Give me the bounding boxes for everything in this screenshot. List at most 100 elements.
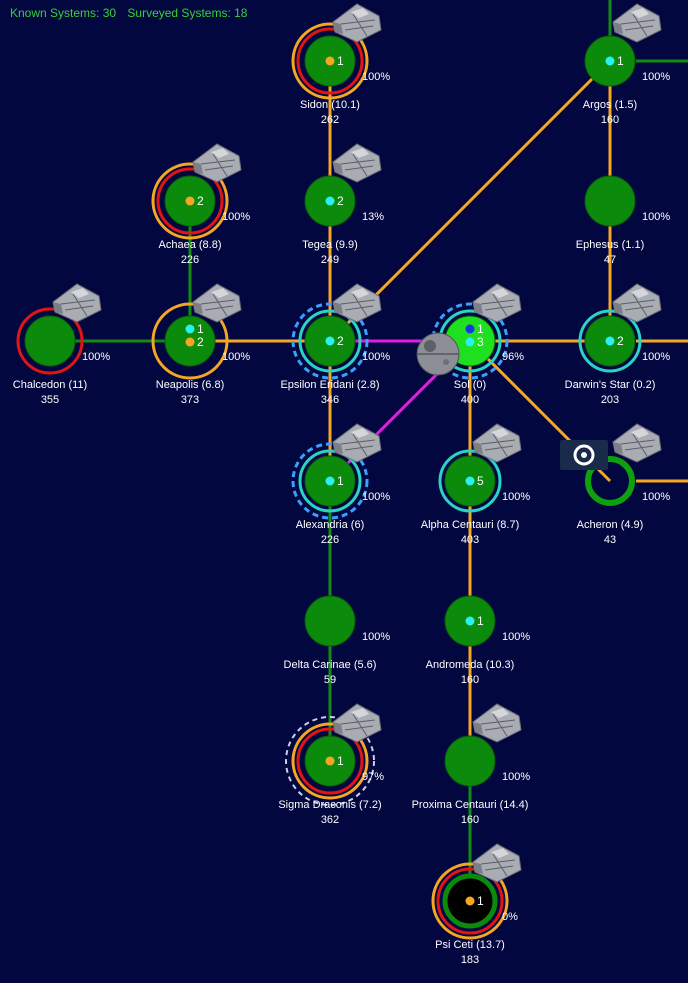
- ring-teal: [578, 309, 642, 373]
- ship-engine: [613, 442, 623, 454]
- system-psiceti[interactable]: 10%Psi Ceti (13.7)183: [431, 862, 518, 966]
- fleet-count-2: 2: [197, 335, 204, 349]
- system-name: Achaea: [159, 239, 197, 251]
- ship-hull: [332, 143, 382, 183]
- system-value: 160: [601, 114, 619, 126]
- starship-icon: [612, 423, 662, 463]
- ship-bridge: [631, 288, 649, 298]
- survey-percent: 100%: [642, 211, 670, 223]
- ship-detail: [340, 433, 376, 457]
- ship-detail: [480, 713, 516, 737]
- fleet-count: 1: [477, 322, 484, 336]
- survey-percent: 96%: [502, 351, 524, 363]
- starship-icon: [472, 703, 522, 743]
- planet-body: [584, 175, 636, 227]
- ship-hull: [52, 283, 102, 323]
- system-value: 160: [461, 674, 479, 686]
- system-name: Ephesus: [576, 239, 619, 251]
- fleet-dot-orange-icon: [325, 56, 335, 66]
- ring-orange: [151, 302, 229, 380]
- ship-engine: [333, 162, 343, 174]
- system-value: 43: [604, 534, 616, 546]
- offscreen-links: [608, 0, 688, 483]
- ship-detail: [340, 13, 376, 37]
- system-name: Neapolis: [156, 379, 199, 391]
- ring-red: [436, 867, 504, 935]
- ship-hull: [192, 283, 242, 323]
- ship-engine: [333, 22, 343, 34]
- ship-bridge: [631, 8, 649, 18]
- ship-hull: [332, 283, 382, 323]
- system-ephesus[interactable]: 100%Ephesus (1.1)47: [576, 175, 671, 266]
- system-value: 160: [461, 814, 479, 826]
- system-value: 403: [461, 534, 479, 546]
- ring-whitedash: [285, 716, 375, 806]
- system-distance: (6.8): [202, 379, 225, 391]
- survey-percent: 97%: [362, 771, 384, 783]
- systems-summary: Known Systems: 30 Surveyed Systems: 18: [10, 6, 255, 20]
- station-detail: [443, 359, 449, 365]
- system-name: Darwin's Star: [565, 379, 630, 391]
- system-name: Andromeda: [426, 659, 484, 671]
- system-sigma[interactable]: 197%Sigma Draconis (7.2)362: [278, 716, 384, 826]
- fleet-dot-orange-icon: [465, 896, 475, 906]
- ship-engine: [473, 442, 483, 454]
- survey-percent: 100%: [362, 351, 390, 363]
- system-deltacar[interactable]: 100%Delta Carinae (5.6)59: [284, 595, 391, 686]
- ship-detail: [620, 433, 656, 457]
- ship-bridge: [351, 428, 369, 438]
- system-name: Sidon: [300, 99, 328, 111]
- system-distance: (4.9): [621, 519, 644, 531]
- system-acheron[interactable]: 100%Acheron (4.9)43: [577, 456, 671, 546]
- system-name-label: Sol (0): [454, 379, 486, 391]
- system-distance: (14.4): [500, 799, 529, 811]
- gear-hub: [581, 452, 587, 458]
- starship-icon: [332, 143, 382, 183]
- ship-engine: [473, 302, 483, 314]
- ring-red: [296, 27, 364, 95]
- ship-detail: [480, 293, 516, 317]
- structure-badge-icon[interactable]: [560, 440, 608, 470]
- system-proxima[interactable]: 100%Proxima Centauri (14.4)160: [412, 735, 531, 826]
- system-chalcedon[interactable]: 100%Chalcedon (11)355: [13, 307, 111, 406]
- ship-engine: [333, 722, 343, 734]
- system-distance: (8.8): [199, 239, 222, 251]
- survey-percent: 100%: [502, 631, 530, 643]
- survey-percent: 100%: [222, 211, 250, 223]
- system-name-label: Psi Ceti (13.7): [435, 939, 505, 951]
- surveyed-systems-count: Surveyed Systems: 18: [127, 6, 248, 20]
- fleet-count: 2: [617, 334, 624, 348]
- system-name-label: Neapolis (6.8): [156, 379, 225, 391]
- system-name: Sigma Draconis: [278, 799, 356, 811]
- station-dish: [424, 340, 436, 352]
- ship-detail: [200, 153, 236, 177]
- ship-detail: [200, 293, 236, 317]
- survey-percent: 100%: [222, 351, 250, 363]
- system-distance: (5.6): [354, 659, 377, 671]
- system-name: Delta Carinae: [284, 659, 351, 671]
- system-name-label: Andromeda (10.3): [426, 659, 515, 671]
- ship-bridge: [631, 428, 649, 438]
- ship-bridge: [351, 8, 369, 18]
- survey-percent: 13%: [362, 211, 384, 223]
- ring-red: [296, 727, 364, 795]
- system-value: 400: [461, 394, 479, 406]
- ship-detail: [620, 13, 656, 37]
- ship-hull: [192, 143, 242, 183]
- system-value: 183: [461, 954, 479, 966]
- ship-hull: [472, 423, 522, 463]
- system-name-label: Argos (1.5): [583, 99, 637, 111]
- fleet-count: 2: [197, 194, 204, 208]
- planet-body: [304, 595, 356, 647]
- system-tegea[interactable]: 213%Tegea (9.9)249: [302, 175, 384, 266]
